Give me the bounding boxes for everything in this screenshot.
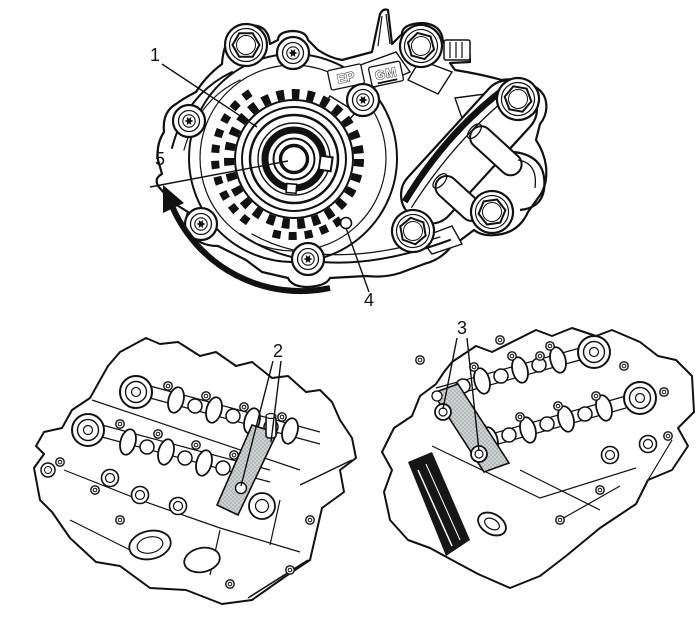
torx-screw <box>290 241 326 277</box>
callout-1-leader <box>161 63 258 128</box>
water-pump-view: EP GM <box>155 8 548 295</box>
housing-fin <box>377 13 391 47</box>
callout-4-label: 4 <box>364 290 374 310</box>
callout-4-leader <box>345 227 370 293</box>
cast-mark-ep-text: EP <box>336 68 357 86</box>
callout-5: 5 <box>149 149 289 188</box>
left-head-camshaft-intake <box>119 375 321 445</box>
rear-gear-scallops <box>211 87 344 240</box>
right-cylinder-head-view <box>381 327 695 589</box>
hook-clip <box>513 150 546 212</box>
sprocket-teeth <box>224 89 364 229</box>
center-bolt <box>278 143 310 175</box>
right-head-camshaft-intake <box>435 335 611 401</box>
callout-2-label: 2 <box>273 341 283 361</box>
callout-2-leader <box>270 360 282 443</box>
torx-screw <box>345 82 381 118</box>
callout-5-label: 5 <box>155 149 165 169</box>
callout-3-leader <box>442 337 458 410</box>
ribbed-tab <box>443 39 471 61</box>
callout-4: 4 <box>345 227 374 310</box>
cast-mark-gm: GM <box>367 60 405 88</box>
sealing-surface-hole <box>234 481 248 495</box>
callout-3: 3 <box>442 318 480 452</box>
callout-1: 1 <box>150 45 258 128</box>
cast-mark-gm-text: GM <box>374 64 399 83</box>
cast-mark-ep: EP <box>327 63 365 91</box>
rotation-arrow-head <box>163 185 184 213</box>
sprocket-hub <box>248 113 340 205</box>
key-tab <box>317 154 334 173</box>
callout-1-label: 1 <box>150 45 160 65</box>
rotation-arrow <box>163 185 331 295</box>
callout-2: 2 <box>240 341 283 487</box>
hex-bolt <box>223 22 269 68</box>
callouts-layer: 1 5 4 2 3 <box>149 45 480 487</box>
left-cylinder-head-view <box>33 337 357 605</box>
torx-screw <box>171 103 207 139</box>
right-head-sealing-surface <box>431 383 511 473</box>
callout-2-leader <box>240 360 274 487</box>
right-head-detail-lines <box>431 439 673 521</box>
callout-3-label: 3 <box>457 318 467 338</box>
torx-screw <box>275 35 311 71</box>
callout-5-leader <box>149 160 289 188</box>
water-pump-sprocket <box>224 89 364 229</box>
chain-guide-stripe <box>401 83 510 204</box>
left-head-front-face <box>40 457 315 589</box>
bracket-stud <box>469 125 523 177</box>
callout-3-leader <box>466 337 480 452</box>
right-head-cover-slab <box>408 452 507 556</box>
locating-hole <box>339 216 353 230</box>
